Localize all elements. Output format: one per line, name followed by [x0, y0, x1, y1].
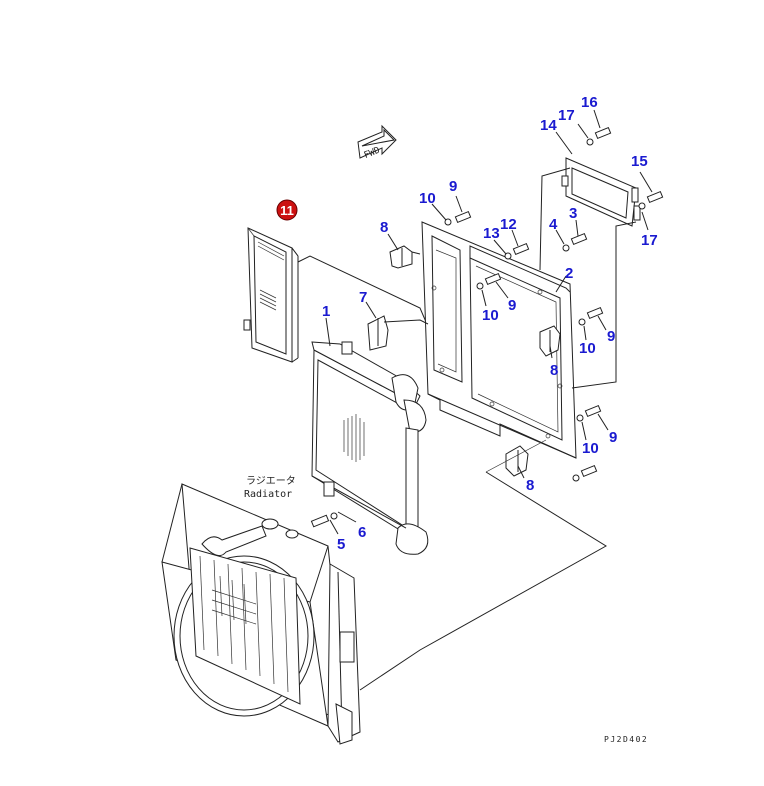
- callout-13: 13: [483, 225, 500, 242]
- callout-10-second: 10: [482, 307, 499, 324]
- bolt-16: [586, 126, 612, 146]
- badge-11-label: 11: [280, 203, 294, 218]
- bolt-9a: [444, 210, 472, 226]
- part-11-side-panel: [243, 227, 299, 363]
- leader-line-14: [555, 131, 573, 155]
- bolt-9d: [576, 404, 602, 422]
- callout-1: 1: [322, 303, 330, 320]
- bolts: [310, 109, 664, 535]
- callout-7: 7: [359, 289, 367, 306]
- callout-8-top: 8: [380, 219, 388, 236]
- leader-line-7: [365, 301, 377, 319]
- bolt-9b: [476, 272, 502, 290]
- leader-line-8a: [387, 233, 399, 251]
- part-7-bracket: [367, 315, 429, 351]
- callout-10-lower: 10: [582, 440, 599, 457]
- callout-17-top: 17: [558, 107, 575, 124]
- callout-9-lower: 9: [609, 429, 617, 446]
- leader-line-14-a: [539, 167, 571, 271]
- callout-10-right: 10: [579, 340, 596, 357]
- callout-2: 2: [565, 265, 573, 282]
- callout-5: 5: [337, 536, 345, 553]
- callout-10-top: 10: [419, 190, 436, 207]
- callout-labels: 1 2 3 4 5 6 7 8 8 8 9 9 9 9 10 10 10 10 …: [322, 94, 658, 553]
- part-1-core: [311, 341, 429, 555]
- callout-6: 6: [358, 524, 366, 541]
- leader-line-11: [297, 255, 427, 323]
- leader-line-bottom: [359, 471, 607, 691]
- callout-9-right: 9: [607, 328, 615, 345]
- radiator-label-english: Radiator: [244, 489, 292, 500]
- callout-9-second: 9: [508, 297, 516, 314]
- callout-8-bottom: 8: [526, 477, 534, 494]
- fwd-arrow-icon: FWD: [357, 124, 397, 161]
- callout-17-right: 17: [641, 232, 658, 249]
- part-8-bracket-top: [389, 245, 421, 269]
- leader-line-1: [325, 317, 331, 347]
- callout-8-mid: 8: [550, 362, 558, 379]
- radiator-assembly: [161, 483, 361, 745]
- bolt-5: [310, 512, 338, 528]
- callout-16: 16: [581, 94, 598, 111]
- badge-11: 11: [276, 199, 298, 221]
- callout-14: 14: [540, 117, 557, 134]
- bolt-12: [504, 242, 530, 260]
- part-8-bracket-mid: [539, 325, 561, 357]
- leader-line-14-b: [571, 221, 637, 389]
- callout-4: 4: [549, 216, 558, 233]
- bolt-3: [562, 232, 588, 252]
- callout-15: 15: [631, 153, 648, 170]
- bolt-bottom: [572, 464, 598, 482]
- drawing-code: PJ2D402: [604, 735, 648, 744]
- bolt-15: [638, 190, 664, 210]
- bolt-9c: [578, 306, 604, 326]
- part-2-frame: [421, 221, 577, 459]
- leader-line-2: [555, 275, 567, 293]
- leader-line-8b: [549, 345, 553, 359]
- callout-3: 3: [569, 205, 577, 222]
- callout-9-top: 9: [449, 178, 457, 195]
- part-8-bracket-bottom: [505, 445, 529, 477]
- callout-12: 12: [500, 216, 517, 233]
- leader-line-8c: [517, 465, 525, 479]
- part-14-bracket: [561, 157, 641, 227]
- radiator-label-japanese: ラジエータ: [246, 475, 296, 487]
